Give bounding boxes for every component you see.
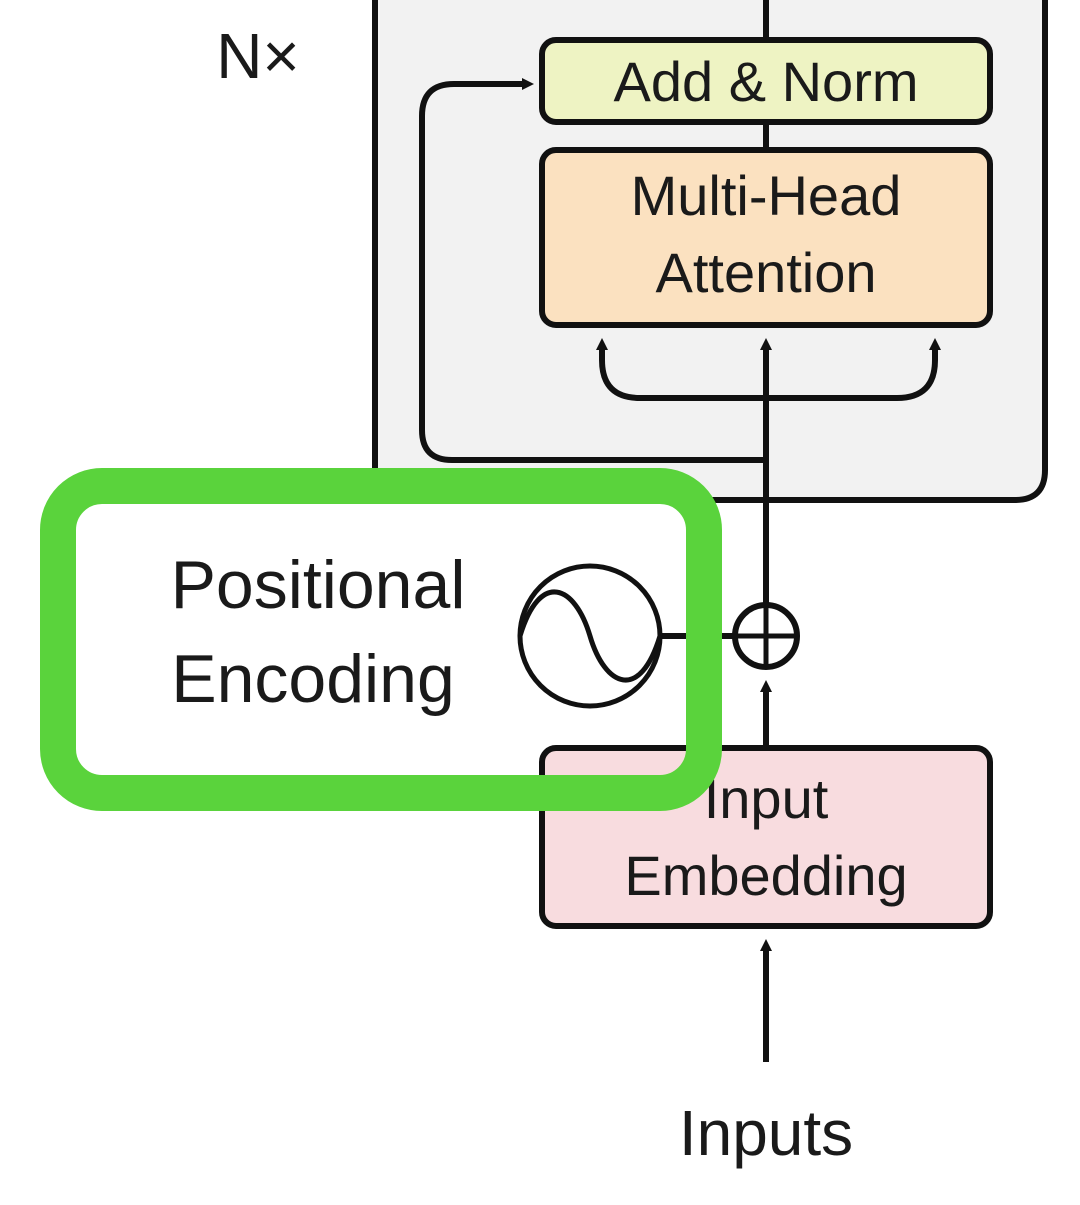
positional-encoding-label-line2: Encoding bbox=[171, 641, 455, 717]
branch-left-arrow bbox=[596, 338, 766, 401]
add-operator-icon bbox=[732, 602, 800, 670]
multi-head-attention-box bbox=[539, 147, 993, 328]
positional-encoding-label-line1: Positional bbox=[171, 547, 466, 623]
input-embedding-label-line2: Embedding bbox=[624, 844, 907, 907]
branch-right-arrow bbox=[766, 338, 941, 401]
inputs-label: Inputs bbox=[679, 1097, 853, 1169]
attention-label-line2: Attention bbox=[655, 241, 876, 304]
add-norm-label: Add & Norm bbox=[614, 50, 919, 113]
highlight-box bbox=[40, 468, 722, 811]
repeat-count-label: N× bbox=[216, 20, 300, 92]
input-embedding-label-line1: Input bbox=[704, 767, 829, 830]
residual-connection bbox=[419, 78, 766, 463]
sine-wave-icon bbox=[517, 563, 663, 709]
attention-label-line1: Multi-Head bbox=[631, 164, 902, 227]
